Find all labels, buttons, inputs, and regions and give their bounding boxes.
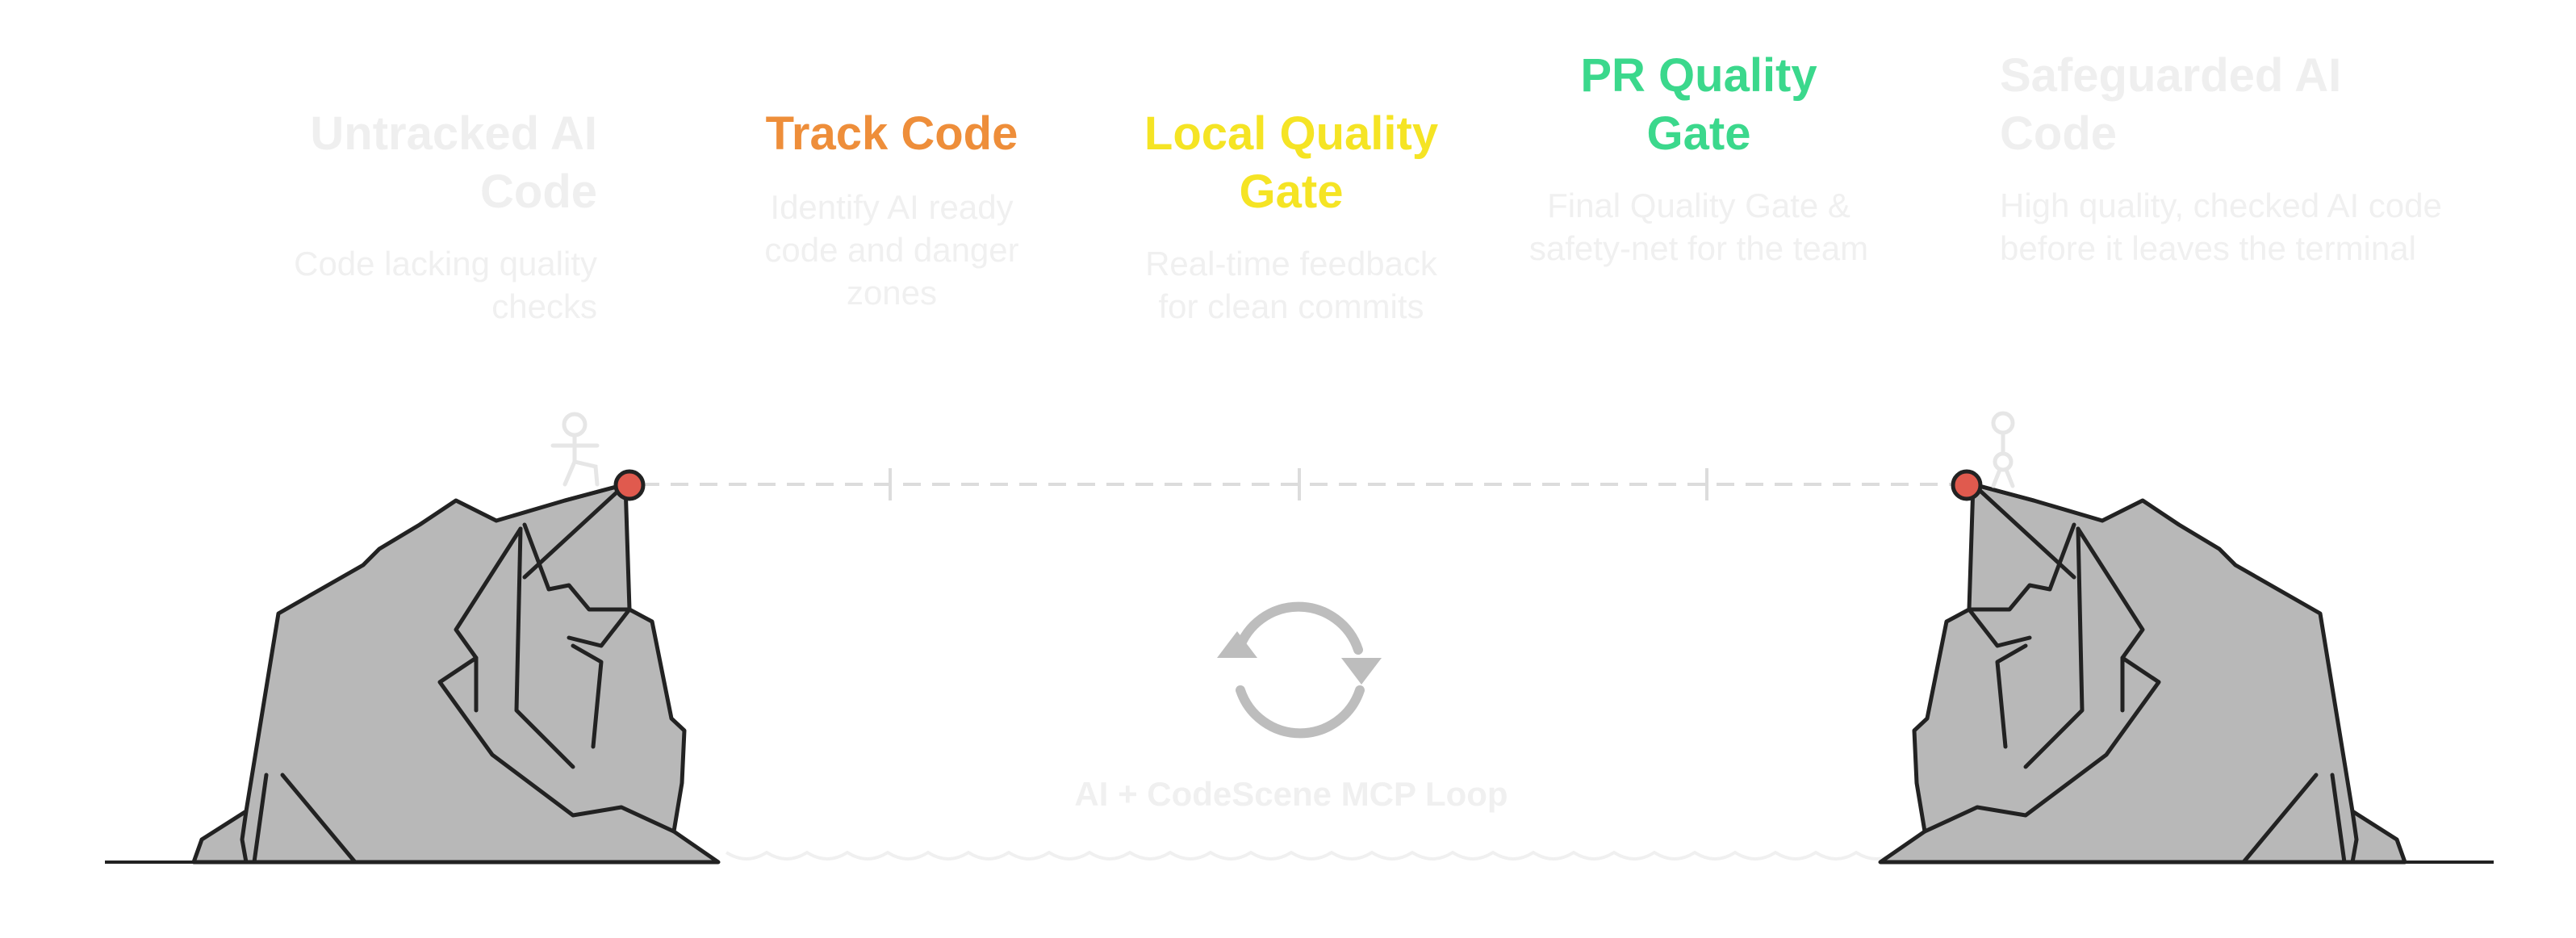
- stage-description: Final Quality Gate & safety-net for the …: [1528, 186, 1869, 267]
- stage-untracked-ai-code: Untracked AI Code Code lacking quality c…: [242, 105, 597, 328]
- stage-pr-quality-gate: PR Quality Gate Final Quality Gate & saf…: [1525, 47, 1872, 270]
- stage-description: High quality, checked AI code before it …: [2000, 186, 2442, 267]
- stage-description: Real-time feedback for clean commits: [1145, 245, 1437, 325]
- stage-title: PR Quality Gate: [1580, 49, 1817, 160]
- stage-local-quality-gate: Local Quality Gate Real-time feedback fo…: [1122, 105, 1461, 328]
- stage-track-code: Track Code Identify AI ready code and da…: [730, 105, 1053, 314]
- refresh-arrow-right: [1341, 658, 1382, 685]
- anchor-point-right: [1951, 469, 1983, 501]
- refresh-cycle-icon: [1234, 601, 1365, 739]
- stage-title: Untracked AI Code: [310, 107, 597, 218]
- stage-description: Code lacking quality checks: [294, 245, 597, 325]
- right-cliff: [1878, 482, 2407, 865]
- stage-title: Local Quality Gate: [1144, 107, 1439, 218]
- stage-title: Track Code: [765, 107, 1018, 160]
- person-icon-left: [550, 412, 600, 487]
- water-waves: [725, 850, 1898, 861]
- loop-label: AI + CodeScene MCP Loop: [1074, 775, 1508, 813]
- stage-title: Safeguarded AI Code: [2000, 49, 2342, 160]
- refresh-arrow-left: [1217, 631, 1257, 658]
- left-cliff: [191, 482, 721, 865]
- person-icon-right: [1991, 411, 2015, 488]
- stage-description: Identify AI ready code and danger zones: [764, 188, 1019, 312]
- anchor-point-left: [613, 469, 646, 501]
- stage-safeguarded-ai-code: Safeguarded AI Code High quality, checke…: [2000, 47, 2452, 270]
